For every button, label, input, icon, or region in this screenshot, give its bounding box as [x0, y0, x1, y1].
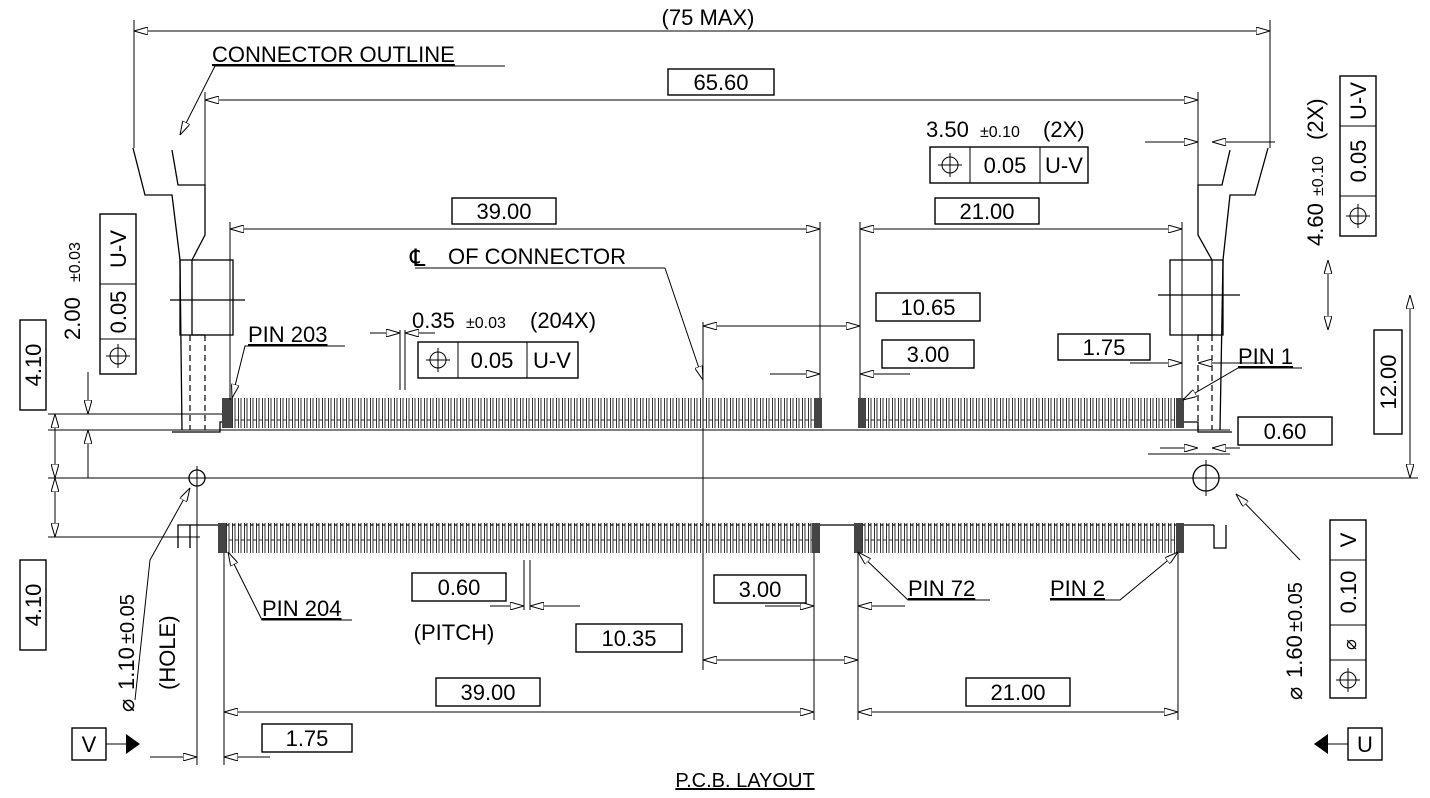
dim-39-top: 39.00: [476, 199, 531, 224]
dim-box-3-00-bottom: [713, 574, 807, 604]
dim-3-00-bottom: 3.00: [739, 577, 782, 602]
dim-3-50-qty: (2X): [1043, 117, 1085, 142]
pcb-outline: [48, 147, 1418, 549]
dim-3-50-tol: ±0.10: [980, 124, 1020, 141]
dim-4-60: 4.60: [1303, 203, 1328, 246]
dim-4-10-upper: 4.10: [21, 344, 46, 387]
hole-left-dia: ⌀: [114, 699, 139, 712]
dim-4-60-qty: (2X): [1303, 98, 1328, 140]
dim-2-00-tol: ±0.03: [67, 242, 84, 282]
drawing-title: P.C.B. LAYOUT: [675, 770, 814, 792]
pin72-label: PIN 72: [908, 576, 975, 601]
dim-box-4-10-upper: [19, 319, 47, 411]
fcf-top-right: [929, 146, 1089, 184]
connector-outline-label: CONNECTOR OUTLINE: [212, 42, 455, 67]
dim-0-60-pitch: 0.60: [438, 575, 481, 600]
pin-row-top-right: [858, 398, 1184, 428]
dim-box-1-75-bottom: [261, 723, 353, 753]
hole-right-tol: ±0.05: [1285, 582, 1307, 632]
dim-39-bottom: 39.00: [460, 680, 515, 705]
fcf-right-hole-datum: V: [1336, 532, 1361, 547]
fcf-pads-value: 0.05: [471, 348, 514, 373]
extension-lines: [133, 20, 1271, 765]
fcf-left-vertical: [99, 213, 137, 375]
dim-4-60-tol: ±0.10: [1310, 156, 1327, 196]
dim-65-60: 65.60: [693, 70, 748, 95]
fcf-right-hole: [1329, 519, 1367, 699]
dim-box-39-top: [451, 197, 557, 225]
dim-box-0-60-pitch: [411, 572, 507, 602]
fcf-right-vertical-value: 0.05: [1346, 140, 1371, 183]
dim-10-65: 10.65: [900, 295, 955, 320]
dim-box-3-00-top: [881, 339, 975, 369]
pin204-label: PIN 204: [262, 596, 342, 621]
hole-right-dia: ⌀: [1282, 687, 1307, 700]
dim-box-10-65: [875, 292, 981, 322]
fcf-left-vertical-value: 0.05: [106, 291, 131, 334]
dim-0-35-qty: (204X): [530, 308, 596, 333]
fcf-right-hole-dia: ⌀: [1340, 639, 1360, 650]
fcf-pads-datum: U-V: [533, 348, 571, 373]
dim-box-21-bottom: [965, 677, 1071, 707]
dim-3-50: 3.50: [926, 117, 969, 142]
pin-row-top-left: [222, 398, 822, 428]
centerline-symbol: ℄: [409, 245, 426, 272]
fcf-top-right-value: 0.05: [984, 153, 1027, 178]
fcf-pads: [417, 341, 579, 379]
dim-0-60-right: 0.60: [1264, 419, 1307, 444]
dimension-lines: [55, 31, 1410, 757]
datum-u-flag: [1314, 727, 1383, 761]
datum-v: V: [82, 732, 97, 757]
dim-box-10-35: [575, 623, 683, 653]
leader-lines: [134, 65, 1302, 701]
datum-v-flag: [71, 727, 140, 761]
dim-21-top: 21.00: [959, 199, 1014, 224]
hole-left-label: (HOLE): [155, 615, 180, 690]
fcf-right-vertical-datum: U-V: [1346, 82, 1371, 120]
dim-box-65-60: [667, 68, 775, 96]
dim-0-35: 0.35: [412, 308, 455, 333]
dim-1-75-bottom: 1.75: [286, 726, 329, 751]
overall-max-dim: (75 MAX): [662, 5, 755, 30]
dim-box-4-10-lower: [19, 559, 47, 651]
dim-12-00: 12.00: [1376, 354, 1401, 409]
fcf-top-right-datum: U-V: [1045, 153, 1083, 178]
hole-left-tol: ±0.05: [117, 594, 139, 644]
left-hole: [185, 466, 209, 490]
dim-box-21-top: [934, 197, 1040, 225]
fcf-right-vertical: [1339, 75, 1377, 237]
dim-1-75-right: 1.75: [1083, 335, 1126, 360]
datum-u: U: [1357, 732, 1373, 757]
pin1-label: PIN 1: [1238, 344, 1293, 369]
dim-4-10-lower: 4.10: [21, 584, 46, 627]
dim-box-1-75-right: [1057, 333, 1151, 361]
hole-left-value: 1.10: [114, 647, 139, 690]
fcf-left-vertical-datum: U-V: [106, 230, 131, 268]
pin-row-bottom-left: [218, 523, 820, 553]
dim-21-bottom: 21.00: [990, 680, 1045, 705]
centerline-label: OF CONNECTOR: [448, 244, 626, 269]
dim-2-00: 2.00: [60, 297, 85, 340]
pin2-label: PIN 2: [1050, 576, 1105, 601]
dim-box-12-00: [1373, 329, 1403, 435]
dim-3-00-top: 3.00: [907, 342, 950, 367]
dim-box-39-bottom: [435, 677, 541, 707]
dim-0-35-tol: ±0.03: [466, 315, 506, 332]
hole-right-value: 1.60: [1282, 635, 1307, 678]
fcf-right-hole-value: 0.10: [1336, 571, 1361, 614]
pin-row-bottom-right: [854, 523, 1184, 553]
pin203-label: PIN 203: [248, 322, 328, 347]
pitch-label: (PITCH): [414, 620, 495, 645]
dim-box-0-60-right: [1237, 416, 1333, 446]
dim-10-35: 10.35: [601, 626, 656, 651]
right-hole: [1188, 460, 1224, 496]
